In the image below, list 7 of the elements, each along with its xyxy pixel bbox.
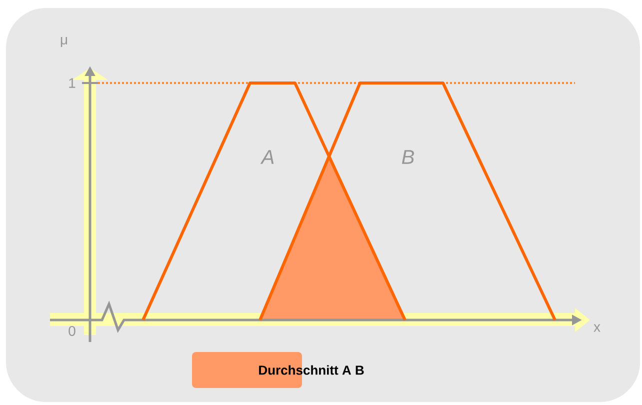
- set-label: B: [402, 150, 414, 164]
- legend-label: Durchschnitt A B: [259, 365, 364, 375]
- axis-label: μ: [60, 36, 68, 48]
- axis-label: x: [594, 324, 600, 332]
- axis-label: 1: [69, 78, 76, 88]
- set-label: A: [260, 150, 274, 164]
- axis-label: 0: [68, 326, 76, 336]
